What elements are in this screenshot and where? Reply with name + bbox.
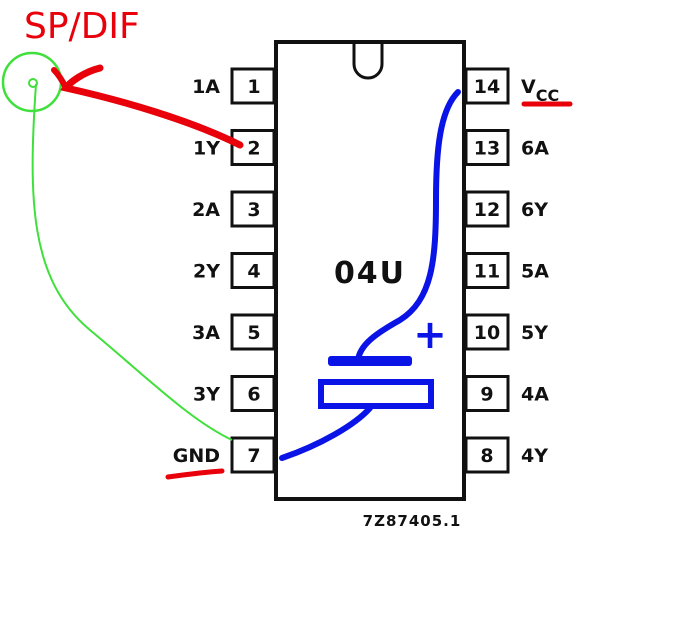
capacitor-plus-sign: +: [413, 312, 447, 358]
pin-box-5: [230, 313, 276, 351]
pin-number-7: 7: [247, 445, 260, 467]
capacitor-plate-negative: [318, 379, 434, 409]
pin-name-4: 2Y: [193, 261, 220, 283]
pin-name-5: 3A: [192, 322, 220, 344]
pin-box-3: [230, 190, 276, 228]
pin-box-14: [464, 67, 510, 105]
signal-wire-red-hook: [51, 67, 69, 91]
pin-name-10: 5Y: [521, 322, 548, 344]
pin-box-13: [464, 129, 510, 166]
pin-number-6: 6: [247, 384, 260, 406]
spdif-label: SP/DIF: [24, 6, 140, 47]
right-pin-group: 14 VCC 13 6A 12 6Y 11 5A 10 5Y 9 4A 8 4Y: [464, 67, 559, 474]
pin-name-3: 2A: [192, 199, 220, 221]
ground-wire-green: [31, 83, 233, 441]
pin-name-6: 3Y: [193, 384, 220, 406]
pin-number-3: 3: [247, 199, 260, 221]
pin-box-12: [464, 190, 510, 228]
pin-box-10: [464, 313, 510, 351]
pin-number-13: 13: [474, 138, 500, 160]
pin-name-7: GND: [173, 445, 220, 467]
pin-box-4: [230, 252, 276, 289]
pin-number-12: 12: [474, 199, 500, 221]
chip-reference: 7Z87405.1: [363, 512, 462, 530]
pin-name-2: 1Y: [193, 138, 220, 160]
pin-number-5: 5: [247, 322, 260, 344]
capacitor-wire-gnd: [279, 405, 373, 461]
pin-box-8: [464, 436, 510, 474]
pin-name-8: 4Y: [521, 445, 548, 467]
pin-name-12: 6Y: [521, 199, 548, 221]
pin-box-11: [464, 252, 510, 289]
gnd-underline: [165, 468, 225, 480]
pin-box-9: [464, 375, 510, 412]
pin-number-1: 1: [247, 76, 260, 98]
chip-label: 04U: [334, 256, 406, 291]
pin-number-10: 10: [474, 322, 500, 344]
signal-wire-red: [60, 64, 244, 149]
pin-name-1: 1A: [192, 76, 220, 98]
pin-number-14: 14: [474, 76, 500, 98]
pin-name-14: VCC: [521, 76, 559, 105]
pin-number-9: 9: [480, 384, 493, 406]
pin-number-2: 2: [247, 138, 260, 160]
pin-name-9: 4A: [521, 384, 549, 406]
pin-box-6: [230, 375, 276, 412]
pin-box-1: [230, 67, 276, 105]
ic-notch: [352, 44, 384, 80]
pin-number-8: 8: [480, 445, 493, 467]
pin-name-11: 5A: [521, 261, 549, 283]
capacitor-wire-vcc: [355, 89, 461, 363]
spdif-jack-circle: [1, 51, 63, 113]
pin-name-13: 6A: [521, 138, 549, 160]
pin-number-11: 11: [474, 261, 500, 283]
pin-number-4: 4: [247, 261, 260, 283]
pin-box-7: [230, 436, 276, 474]
spdif-jack-center: [28, 78, 38, 88]
capacitor-plate-positive: [328, 356, 412, 366]
